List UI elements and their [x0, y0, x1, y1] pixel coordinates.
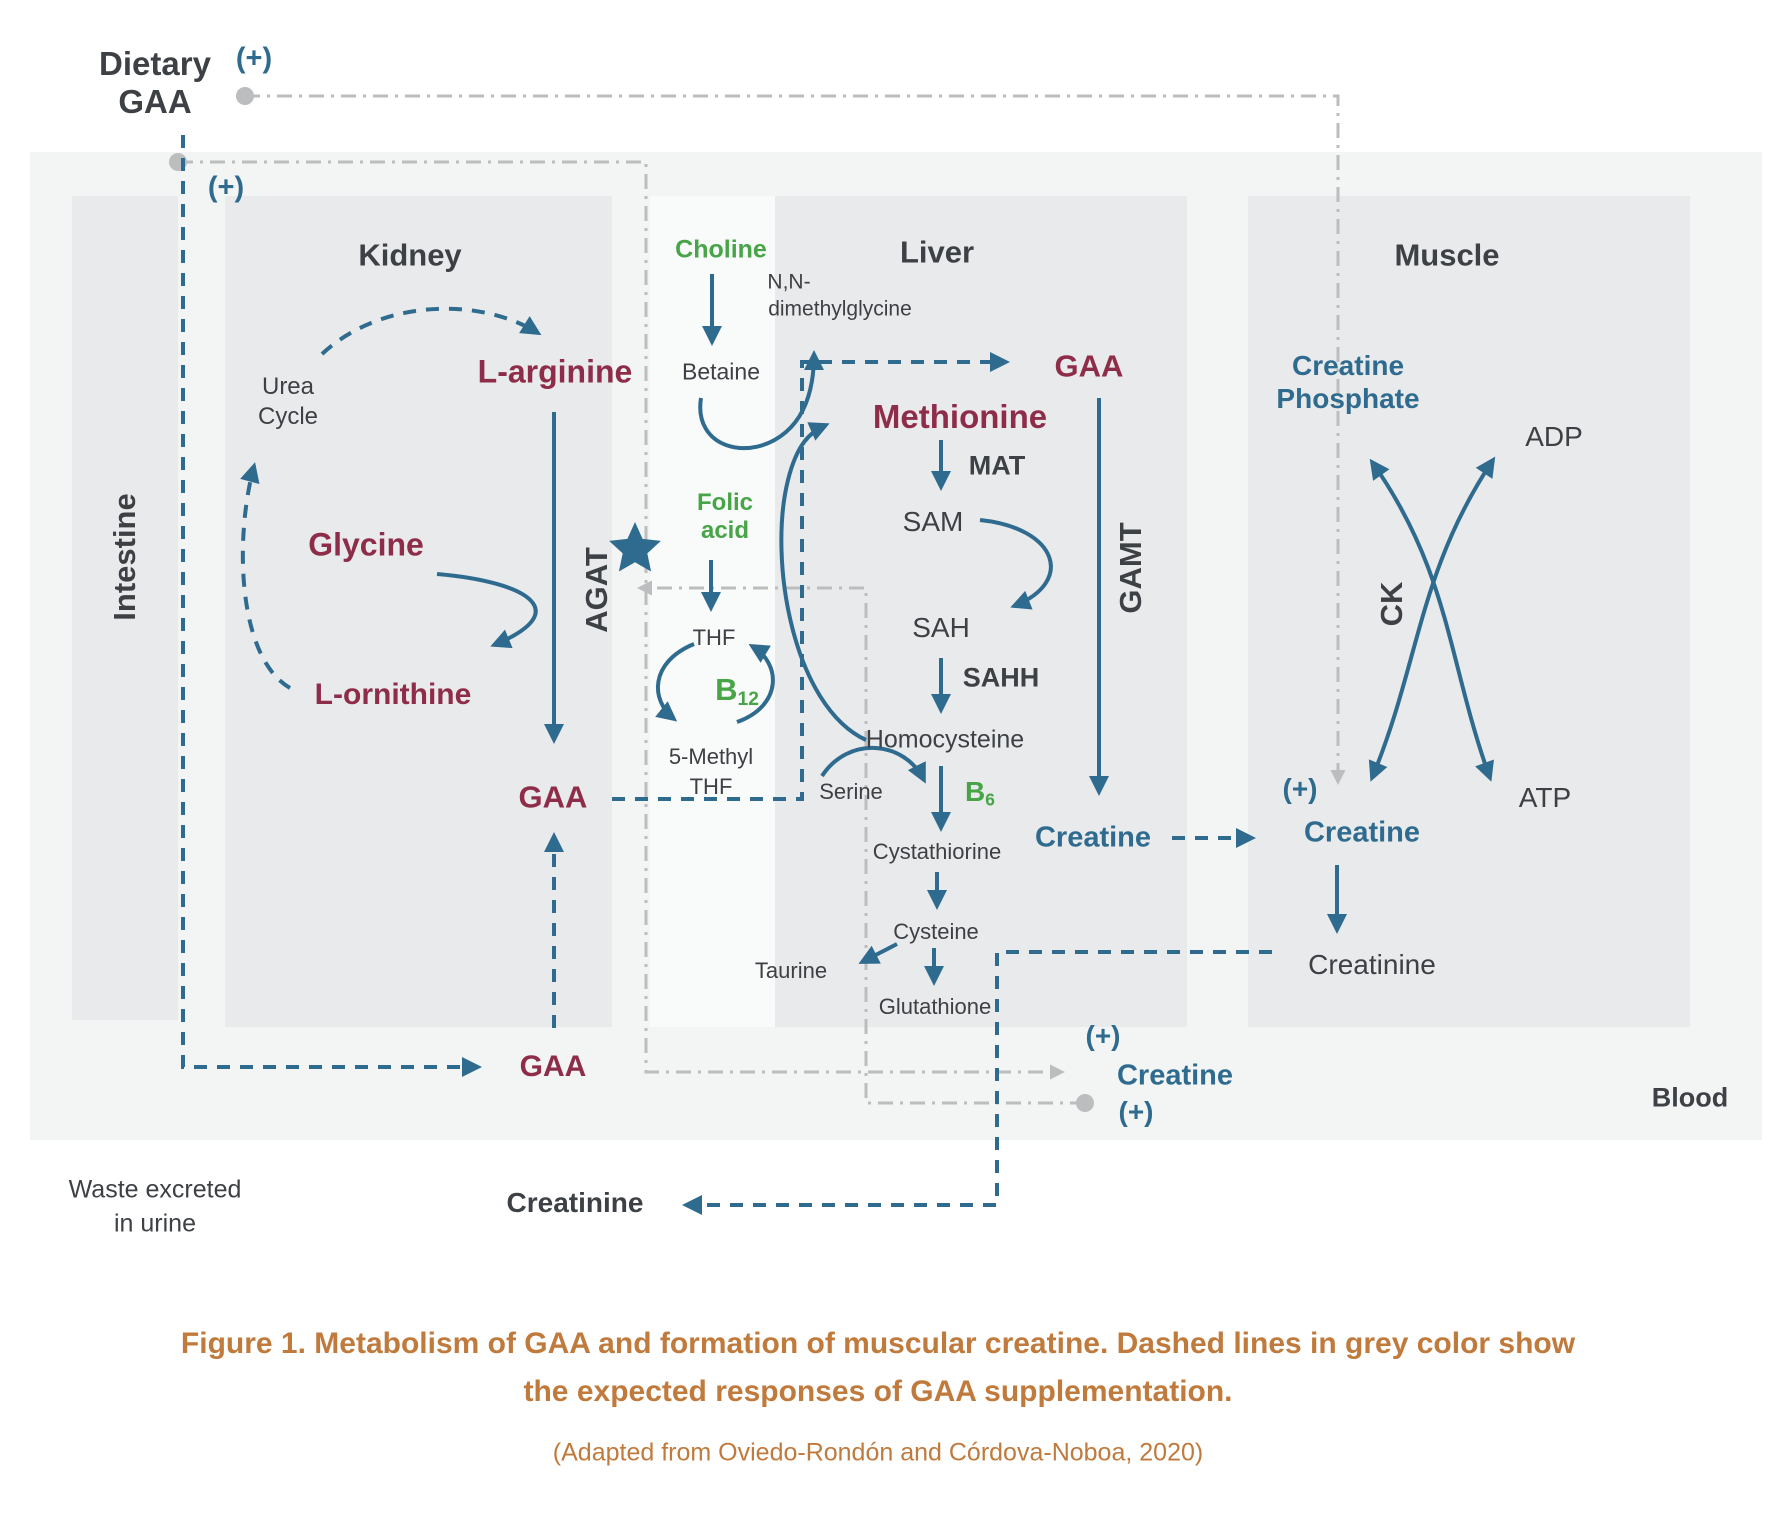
dimethylglycine-label-line2: dimethylglycine	[768, 297, 912, 321]
kidney-gaa-label: GAA	[518, 779, 588, 815]
supplementation-line-blood-creatine-to-agat	[637, 580, 1085, 1105]
waste-excreted-label-line1: Waste excreted	[68, 1175, 242, 1204]
dietary-gaa-label-line2: GAA	[118, 83, 192, 121]
blood-gaa-label: GAA	[519, 1049, 587, 1083]
excreted-creatinine-label: Creatinine	[506, 1186, 644, 1218]
liver-gaa-label: GAA	[1054, 348, 1124, 384]
gamt-enzyme-label: GAMT	[1113, 522, 1148, 614]
urea-cycle-label-line1: Urea	[261, 373, 315, 401]
atp-label: ATP	[1518, 781, 1572, 813]
grey-line-origin-dot-top	[236, 87, 254, 105]
arrow-ck-adp-creatine	[1368, 456, 1496, 782]
arrow-cysteine-to-taurine	[858, 942, 898, 964]
homocysteine-label: Homocysteine	[865, 725, 1025, 754]
urea-cycle-label-line2: Cycle	[257, 403, 319, 431]
dashed-dietary-gaa-to-blood-gaa	[181, 135, 482, 1077]
plus-dietary-upper: (+)	[235, 42, 273, 75]
waste-excreted-label-line2: in urine	[114, 1209, 196, 1238]
creatine-phosphate-label-line2: Phosphate	[1276, 382, 1420, 414]
arrow-serine-join	[820, 745, 926, 784]
dashed-l-ornithine-to-urea-cycle	[240, 462, 292, 690]
betaine-label: Betaine	[681, 358, 761, 385]
dashed-kidney-gaa-to-liver-gaa	[612, 352, 1010, 801]
plus-blood-creatine-top: (+)	[1085, 1019, 1121, 1051]
arrow-homocysteine-to-methionine	[779, 422, 867, 742]
liver-creatine-label: Creatine	[1034, 821, 1152, 854]
figure-caption-line2: the expected responses of GAA supplement…	[523, 1374, 1233, 1408]
arrow-thf-cycle-right	[736, 643, 775, 724]
region-title-kidney: Kidney	[358, 237, 462, 273]
b12-base: B	[715, 672, 738, 708]
arrow-glycine-to-agat	[436, 572, 538, 649]
cysteine-label: Cysteine	[893, 919, 979, 945]
region-title-blood: Blood	[1651, 1082, 1729, 1113]
region-title-muscle: Muscle	[1394, 237, 1500, 273]
glutathione-label: Glutathione	[878, 994, 992, 1020]
choline-label: Choline	[675, 235, 767, 264]
serine-label: Serine	[819, 779, 883, 805]
five-methyl-thf-label-line2: THF	[689, 774, 733, 800]
b12-label: B12	[715, 673, 759, 711]
ck-enzyme-label: CK	[1374, 581, 1409, 627]
l-arginine-label: L-arginine	[477, 353, 633, 390]
arrow-thf-cycle-left	[655, 642, 695, 722]
dietary-gaa-label-line1: Dietary	[99, 45, 211, 83]
plus-dietary-lower: (+)	[207, 171, 245, 204]
region-title-liver: Liver	[899, 234, 975, 270]
dashed-muscle-creatinine-to-excreted-creatinine	[682, 950, 1272, 1215]
plus-muscle-creatine: (+)	[1282, 772, 1318, 804]
dimethylglycine-label-line1: N,N-	[767, 270, 811, 294]
figure-caption-adapted: (Adapted from Oviedo-Rondón and Córdova-…	[552, 1438, 1204, 1467]
sam-label: SAM	[902, 505, 964, 537]
arrow-sam-to-sah	[979, 518, 1053, 610]
taurine-label: Taurine	[754, 958, 828, 984]
cystathiorine-label: Cystathiorine	[872, 839, 1002, 865]
agat-enzyme-label: AGAT	[579, 547, 614, 633]
muscle-creatine-label: Creatine	[1303, 816, 1421, 849]
mat-enzyme-label: MAT	[968, 450, 1026, 481]
arrow-betaine-to-dimethylglycine	[698, 350, 824, 450]
kidney-region-box	[225, 196, 612, 1027]
glycine-label: Glycine	[308, 526, 424, 563]
muscle-creatinine-label: Creatinine	[1308, 948, 1436, 980]
region-title-intestine: Intestine	[107, 493, 142, 621]
b6-base: B	[965, 775, 986, 807]
b6-label: B6	[965, 775, 995, 810]
intestine-region-box	[72, 196, 178, 1020]
folic-acid-label-line1: Folic	[696, 489, 754, 517]
liver-region-box	[775, 196, 1187, 1027]
five-methyl-thf-label-line1: 5-Methyl	[668, 744, 754, 770]
grey-line-origin-dot-blood-creatine	[1076, 1094, 1094, 1112]
b6-subscript: 6	[985, 789, 995, 810]
creatine-phosphate-label-line1: Creatine	[1291, 349, 1405, 381]
supplementation-line-dietary-to-muscle-creatine	[245, 94, 1346, 785]
adp-label: ADP	[1525, 420, 1583, 452]
methionine-label: Methionine	[872, 398, 1048, 436]
sahh-enzyme-label: SAHH	[962, 662, 1040, 693]
blood-creatine-label: Creatine	[1116, 1059, 1234, 1092]
l-ornithine-label: L-ornithine	[314, 677, 472, 711]
agat-star-icon	[609, 522, 661, 572]
dashed-urea-cycle-to-l-arginine	[320, 306, 542, 356]
folic-acid-label-line2: acid	[700, 517, 750, 545]
b12-subscript: 12	[737, 689, 759, 711]
sah-label: SAH	[912, 611, 970, 643]
plus-blood-creatine-bottom: (+)	[1118, 1095, 1154, 1127]
figure-caption-line1: Figure 1. Metabolism of GAA and formatio…	[180, 1326, 1576, 1360]
thf-label: THF	[692, 625, 736, 651]
supplementation-line-dietary-to-blood-creatine	[178, 160, 1065, 1080]
